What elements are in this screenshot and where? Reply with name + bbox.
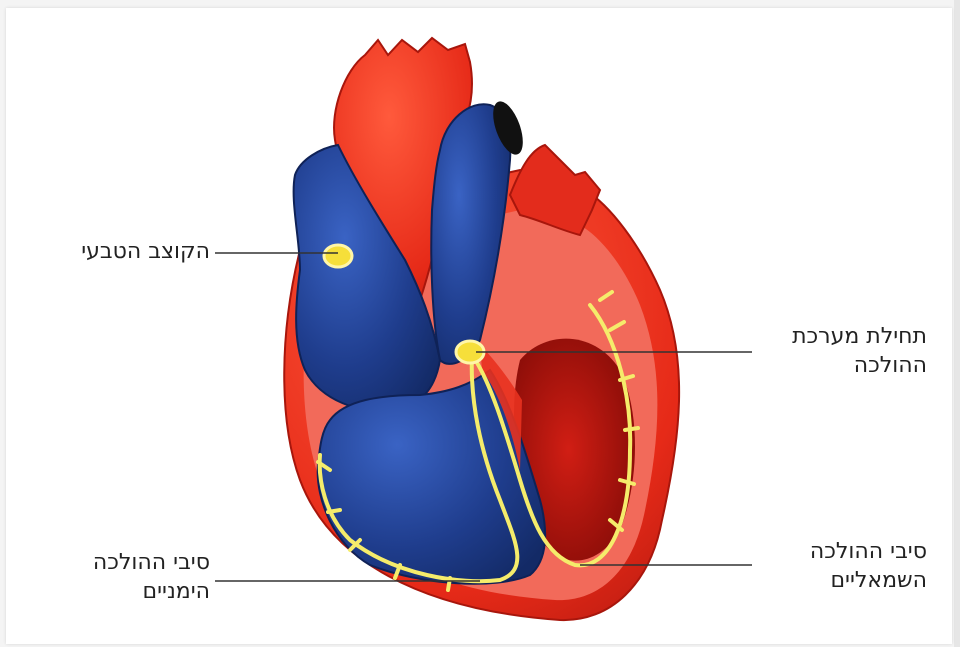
label-left-fibers: סיבי ההולכה השמאליים	[752, 537, 927, 595]
label-conduction-start: תחילת מערכת ההולכה	[752, 322, 927, 380]
label-sinoatrial-node: הקוצב הטבעי	[40, 237, 210, 266]
sinoatrial-node	[324, 245, 352, 267]
label-right-fibers: סיבי ההולכה הימניים	[40, 548, 210, 606]
